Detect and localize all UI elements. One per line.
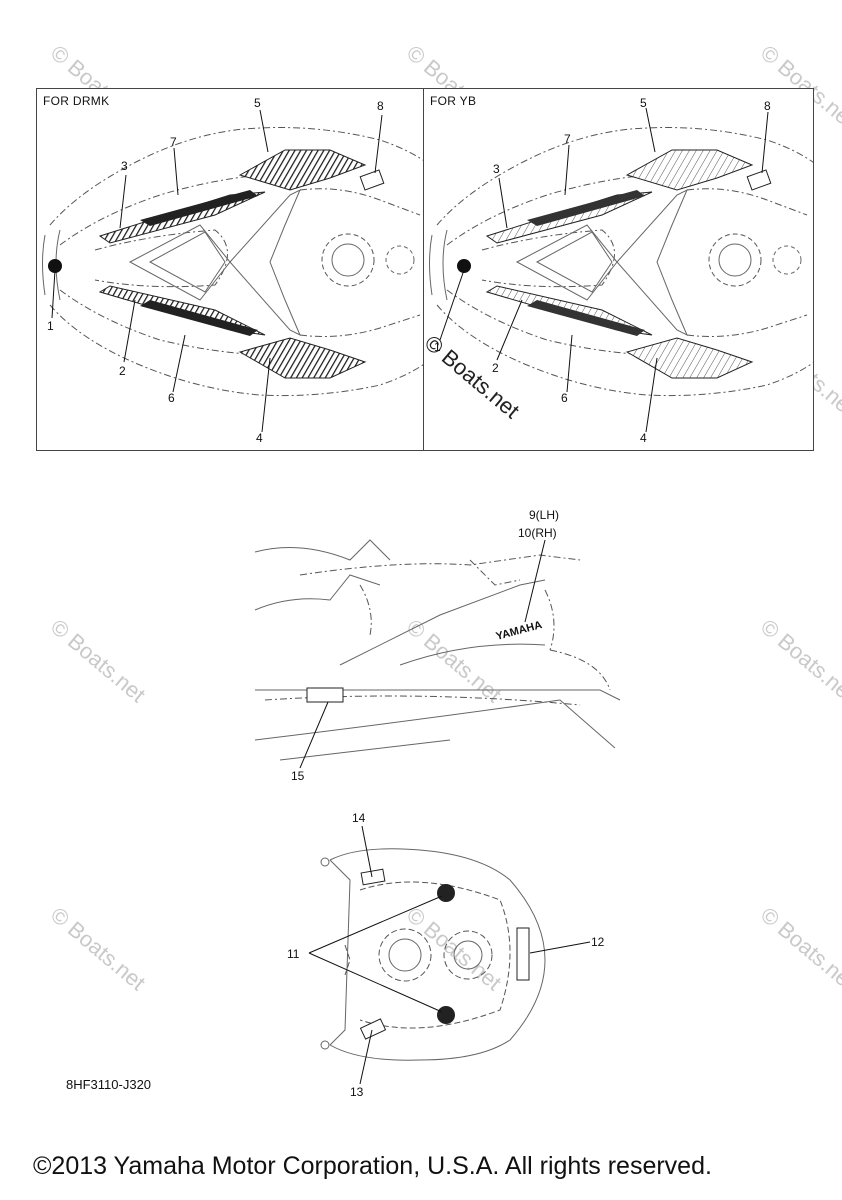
panel-drmk	[36, 88, 424, 451]
panel-yb	[423, 88, 814, 451]
panel-label-drmk: FOR DRMK	[43, 94, 110, 108]
callout-7-left: 7	[170, 135, 177, 149]
callout-5-left: 5	[254, 96, 261, 110]
yamaha-decal-text: YAMAHA	[495, 619, 544, 643]
callout-2-left: 2	[119, 364, 126, 378]
callout-14: 14	[352, 811, 366, 825]
hull-side-view	[254, 539, 621, 769]
callout-3-left: 3	[121, 159, 128, 173]
callout-8-left: 8	[377, 99, 384, 113]
hull-top-view-drmk	[42, 109, 423, 433]
callout-7-right: 7	[564, 132, 571, 146]
panel-label-yb: FOR YB	[430, 94, 477, 108]
callout-11: 11	[287, 947, 300, 961]
callout-8-right: 8	[764, 99, 771, 113]
hull-top-view-yb	[429, 107, 813, 433]
callout-4-right: 4	[640, 431, 647, 445]
callout-3-right: 3	[493, 162, 500, 176]
callout-2-right: 2	[492, 361, 499, 375]
part-code: 8HF3110-J320	[66, 1077, 152, 1092]
callout-6-right: 6	[561, 391, 568, 405]
deck-top-view	[308, 825, 591, 1085]
callout-10-rh: 10(RH)	[518, 526, 557, 540]
callout-6-left: 6	[168, 391, 175, 405]
callout-12: 12	[591, 935, 605, 949]
callout-5-right: 5	[640, 96, 647, 110]
callout-4-left: 4	[256, 431, 263, 445]
callout-1-left: 1	[47, 319, 54, 333]
copyright-notice: ©2013 Yamaha Motor Corporation, U.S.A. A…	[33, 1152, 712, 1180]
callout-13: 13	[350, 1085, 364, 1099]
callout-9-lh: 9(LH)	[529, 508, 560, 522]
callout-15: 15	[291, 769, 305, 783]
callout-1-right: 1	[434, 340, 441, 354]
